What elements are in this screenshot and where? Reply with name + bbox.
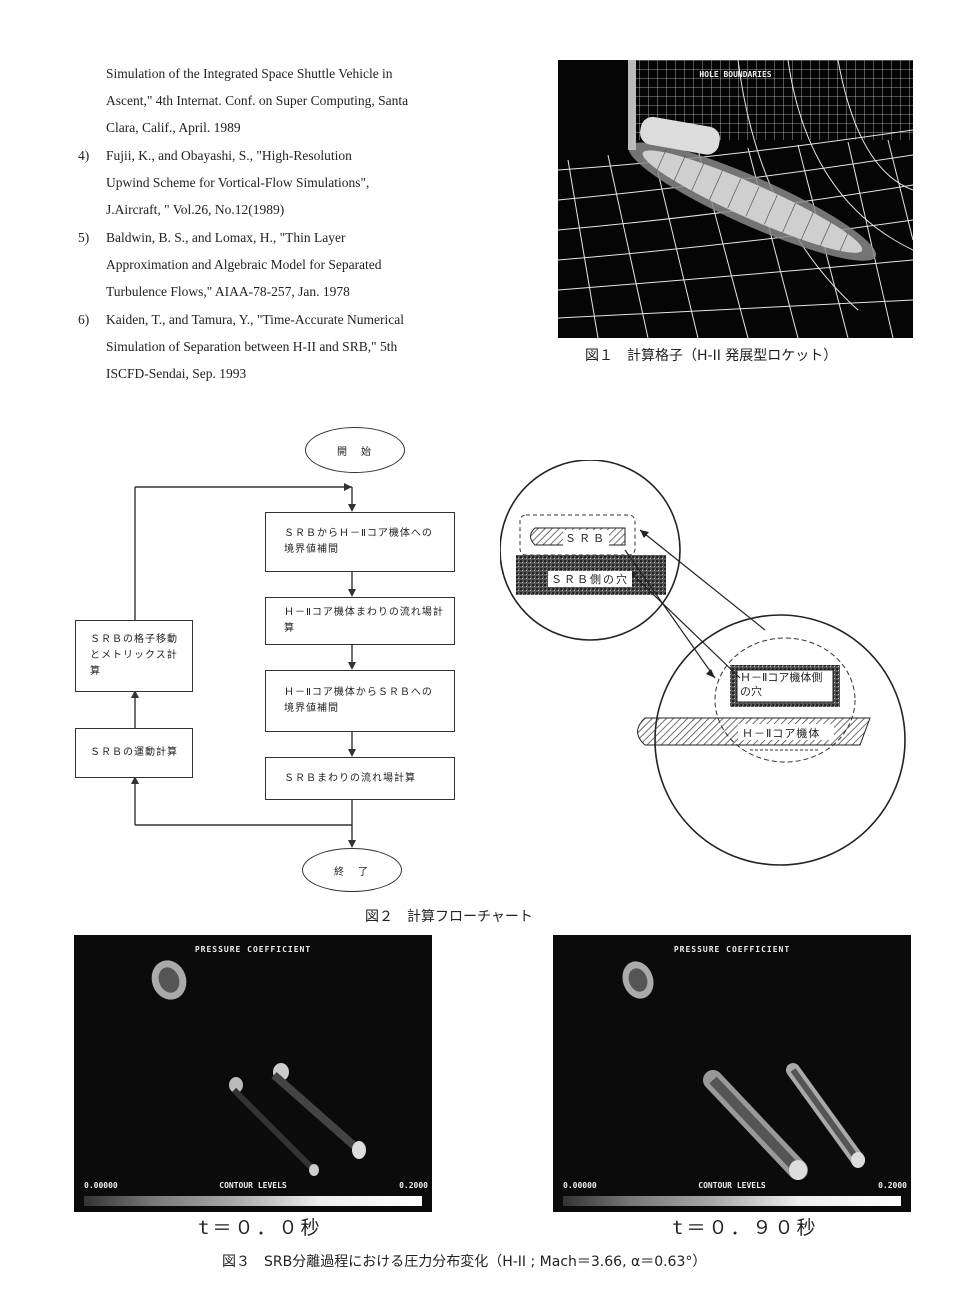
panel-time-label: t＝０．０秒 bbox=[198, 1217, 323, 1239]
panel-levels-label: CONTOUR LEVELS bbox=[698, 1181, 766, 1190]
flow-step-label: ＳＲＢからＨ－Ⅱコア機体への境界値補間 bbox=[284, 528, 433, 555]
reference-line: Kaiden, T., and Tamura, Y., "Time-Accura… bbox=[106, 312, 404, 327]
panel-levels-label: CONTOUR LEVELS bbox=[219, 1181, 287, 1190]
flow-step-label: Ｈ－Ⅱコア機体まわりの流れ場計算 bbox=[284, 607, 444, 634]
panel-title: PRESSURE COEFFICIENT bbox=[194, 945, 312, 954]
reference-line: Baldwin, B. S., and Lomax, H., "Thin Lay… bbox=[106, 230, 346, 245]
fig1-grid-image: HOLE BOUNDARIES bbox=[558, 60, 913, 338]
flow-step-label: Ｈ－Ⅱコア機体からＳＲＢへの境界値補間 bbox=[284, 687, 433, 714]
diagram-label-core-hole: Ｈ－Ⅱコア機体側の穴 bbox=[740, 671, 823, 698]
flow-start: 開 始 bbox=[305, 427, 405, 473]
reference-line: Ascent," 4th Internat. Conf. on Super Co… bbox=[106, 93, 409, 108]
grid-mesh-graphic bbox=[558, 60, 913, 338]
reference-number: 6) bbox=[78, 312, 90, 327]
panel-color-scale bbox=[563, 1196, 901, 1206]
panel-time-label: t＝０．９０秒 bbox=[672, 1217, 819, 1239]
panel-max-value: 0.2000 bbox=[878, 1181, 907, 1190]
flow-step-4: ＳＲＢまわりの流れ場計算 bbox=[265, 757, 455, 800]
reference-line: ISCFD-Sendai, Sep. 1993 bbox=[106, 366, 247, 381]
pressure-contour-graphic bbox=[622, 961, 865, 1180]
reference-line: J.Aircraft, " Vol.26, No.12(1989) bbox=[106, 202, 285, 217]
reference-line: Simulation of Separation between H-II an… bbox=[106, 339, 398, 354]
flow-step-3: Ｈ－Ⅱコア機体からＳＲＢへの境界値補間 bbox=[265, 670, 455, 732]
pressure-panel-t090: PRESSURE COEFFICIENT 0.00000 CONTOUR LEV… bbox=[553, 935, 911, 1212]
reference-line: Turbulence Flows," AIAA-78-257, Jan. 197… bbox=[106, 284, 350, 299]
reference-line: Approximation and Algebraic Model for Se… bbox=[106, 257, 382, 272]
panel-color-scale bbox=[84, 1196, 422, 1206]
reference-line: Upwind Scheme for Vortical-Flow Simulati… bbox=[106, 175, 370, 190]
pressure-contour-graphic bbox=[151, 960, 366, 1176]
panel-max-value: 0.2000 bbox=[399, 1181, 428, 1190]
reference-line: Simulation of the Integrated Space Shutt… bbox=[106, 66, 393, 81]
flow-side-step-2: ＳＲＢの運動計算 bbox=[75, 728, 193, 778]
reference-item-cont: Simulation of the Integrated Space Shutt… bbox=[78, 60, 458, 141]
diagram-label-core: Ｈ－Ⅱコア機体 bbox=[742, 727, 821, 740]
pressure-panel-t0: PRESSURE COEFFICIENT 0.00000 CONTOUR LEV… bbox=[74, 935, 432, 1212]
flowchart-connectors bbox=[131, 483, 356, 848]
reference-line: Clara, Calif., April. 1989 bbox=[106, 120, 241, 135]
fig3-caption: 図３ SRB分離過程における圧力分布変化（H-II ; Mach＝3.66, α… bbox=[222, 1254, 707, 1270]
interpolation-diagram bbox=[500, 460, 906, 866]
fig2-caption: 図２ 計算フローチャート bbox=[365, 909, 533, 925]
panel-min-value: 0.00000 bbox=[84, 1181, 118, 1190]
flow-step-label: ＳＲＢの運動計算 bbox=[90, 747, 178, 758]
flow-end: 終 了 bbox=[302, 848, 402, 892]
diagram-label-srb-hole: ＳＲＢ側の穴 bbox=[548, 571, 632, 587]
flow-step-label: ＳＲＢまわりの流れ場計算 bbox=[284, 772, 416, 784]
flow-side-step-1: ＳＲＢの格子移動とメトリックス計算 bbox=[75, 620, 193, 692]
flow-step-label: ＳＲＢの格子移動とメトリックス計算 bbox=[90, 634, 178, 677]
panel-min-value: 0.00000 bbox=[563, 1181, 597, 1190]
flow-step-1: ＳＲＢからＨ－Ⅱコア機体への境界値補間 bbox=[265, 512, 455, 572]
reference-number: 4) bbox=[78, 148, 90, 163]
reference-item-6: 6) Kaiden, T., and Tamura, Y., "Time-Acc… bbox=[78, 306, 458, 387]
reference-number: 5) bbox=[78, 230, 90, 245]
fig1-panel-label: HOLE BOUNDARIES bbox=[699, 70, 772, 79]
flow-step-2: Ｈ－Ⅱコア機体まわりの流れ場計算 bbox=[265, 597, 455, 645]
fig1-caption: 図１ 計算格子（H-II 発展型ロケット） bbox=[585, 348, 838, 364]
flow-start-label: 開 始 bbox=[337, 446, 373, 458]
reference-line: Fujii, K., and Obayashi, S., "High-Resol… bbox=[106, 148, 352, 163]
reference-item-5: 5) Baldwin, B. S., and Lomax, H., "Thin … bbox=[78, 224, 458, 305]
diagram-label-srb: ＳＲＢ bbox=[563, 530, 609, 546]
flow-end-label: 終 了 bbox=[334, 866, 370, 878]
panel-title: PRESSURE COEFFICIENT bbox=[673, 945, 791, 954]
reference-item-4: 4) Fujii, K., and Obayashi, S., "High-Re… bbox=[78, 142, 458, 223]
